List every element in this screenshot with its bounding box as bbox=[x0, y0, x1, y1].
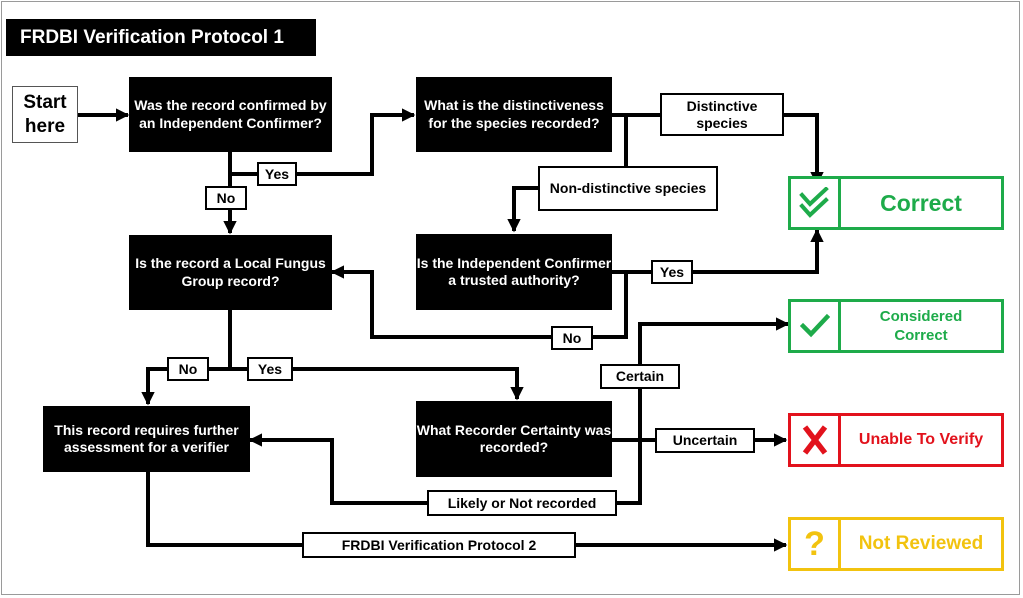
arrow-local-group-yes bbox=[230, 367, 524, 401]
label-uncertain: Uncertain bbox=[655, 428, 755, 453]
diagram-title: FRDBI Verification Protocol 1 bbox=[6, 19, 316, 56]
outcome-unable-to-verify-label: Unable To Verify bbox=[858, 431, 984, 448]
outcome-considered-correct: Considered Correct bbox=[788, 299, 1004, 353]
outcome-not-reviewed-label: Not Reviewed bbox=[858, 533, 984, 554]
question-local-group: Is the record a Local Fungus Group recor… bbox=[129, 235, 332, 310]
label-yes-confirmed: Yes bbox=[257, 162, 297, 186]
check-icon bbox=[791, 302, 841, 350]
label-non-distinctive-species: Non-distinctive species bbox=[538, 166, 718, 211]
label-no-trusted: No bbox=[551, 326, 593, 350]
assessment-box: This record requires further assessment … bbox=[43, 406, 250, 472]
outcome-correct-label: Correct bbox=[880, 189, 962, 216]
label-likely-or-not-recorded: Likely or Not recorded bbox=[427, 490, 617, 516]
double-check-icon bbox=[791, 179, 841, 227]
arrow-likely bbox=[248, 433, 642, 505]
question-confirmed: Was the record confirmed by an Independe… bbox=[129, 77, 332, 152]
question-icon: ? bbox=[791, 520, 841, 568]
outcome-considered-correct-label: Considered Correct bbox=[879, 307, 963, 345]
outcome-unable-to-verify: Unable To Verify bbox=[788, 413, 1004, 467]
label-no-local-group: No bbox=[167, 357, 209, 381]
label-yes-trusted: Yes bbox=[651, 260, 693, 284]
question-certainty: What Recorder Certainty was recorded? bbox=[416, 401, 612, 477]
label-certain: Certain bbox=[600, 364, 680, 389]
question-trusted: Is the Independent Confirmer a trusted a… bbox=[416, 234, 612, 310]
outcome-not-reviewed: ? Not Reviewed bbox=[788, 517, 1004, 571]
label-protocol-2: FRDBI Verification Protocol 2 bbox=[302, 532, 576, 558]
arrow-certain bbox=[638, 317, 790, 440]
label-yes-local-group: Yes bbox=[247, 357, 293, 381]
label-no-confirmed: No bbox=[205, 186, 247, 210]
arrow-trusted-no bbox=[330, 265, 628, 339]
label-distinctive-species: Distinctive species bbox=[660, 93, 784, 136]
x-icon bbox=[791, 416, 841, 464]
question-distinctiveness: What is the distinctiveness for the spec… bbox=[416, 77, 612, 152]
start-box: Start here bbox=[12, 86, 78, 143]
outcome-correct: Correct bbox=[788, 176, 1004, 230]
arrow-trusted-yes bbox=[612, 228, 824, 274]
